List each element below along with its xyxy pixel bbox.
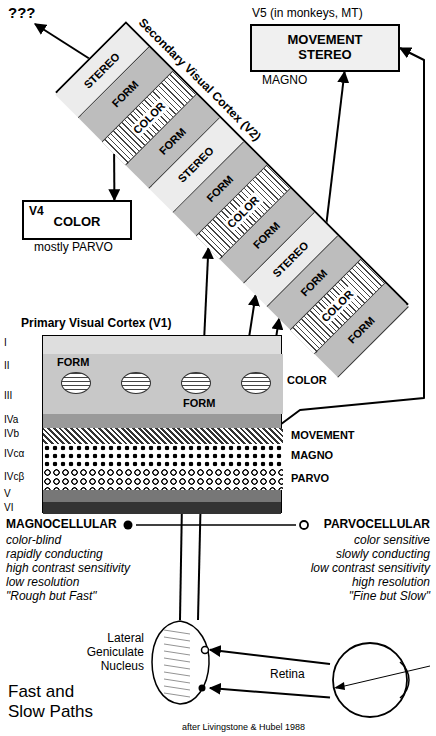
pathway-arrow <box>35 24 91 60</box>
unknown-target: ??? <box>8 4 38 24</box>
magno-dot <box>124 521 133 530</box>
lgn-hatch <box>164 651 190 655</box>
node-text: Lateral Geniculate Nucleus <box>72 632 144 673</box>
node-text: FORM <box>251 220 283 252</box>
eye-shape: Retina <box>330 640 410 720</box>
layer-number: IVcα <box>4 448 24 460</box>
layer-fill <box>43 414 281 428</box>
lgn-hatch <box>164 637 190 641</box>
property-note: color sensitive <box>354 534 430 548</box>
node-text: FORM <box>57 356 89 369</box>
lgn-hatch <box>164 672 190 676</box>
layer-fill <box>43 502 281 514</box>
node-text: mostly PARVO <box>34 241 113 255</box>
pathway-arrow <box>113 154 115 200</box>
diagram-title: Fast and Slow Paths <box>8 682 108 721</box>
lgn-hatch <box>164 644 190 648</box>
node-text: MAGNO <box>291 449 333 462</box>
divider-line <box>136 524 296 526</box>
area-box: V5 (in monkeys, MT)MOVEMENT STEREOMAGNO <box>250 24 400 72</box>
lgn-hatch <box>164 630 190 634</box>
parvo-dot <box>202 647 209 654</box>
layer-number: IVa <box>4 414 18 426</box>
lgn-drawing <box>150 620 210 705</box>
cornea <box>400 662 409 698</box>
property-note: high contrast sensitivity <box>6 562 130 576</box>
layer-number: VI <box>4 502 13 514</box>
area-box: V4COLORmostly PARVO <box>22 200 132 240</box>
property-note: high resolution <box>352 576 430 590</box>
layer-fill <box>43 490 281 502</box>
pathway-arrow <box>326 72 344 224</box>
node-text: V4 <box>29 205 44 219</box>
node-text: V5 (in monkeys, MT) <box>252 7 363 21</box>
layer-band: MAGNO <box>43 444 283 468</box>
node-text: FORM <box>345 314 377 346</box>
node-text: FORM <box>298 267 330 299</box>
layer-band: MOVEMENT <box>43 428 283 444</box>
node-text: FORM <box>157 126 189 158</box>
property-note: color-blind <box>6 534 61 548</box>
eye-drawing <box>330 640 410 720</box>
lgn-hatch <box>164 665 190 669</box>
node-text: COLOR <box>287 374 327 387</box>
node-text: Retina <box>270 668 305 682</box>
lgn-shape: Lateral Geniculate Nucleus <box>150 620 210 705</box>
magno-dot <box>199 685 206 692</box>
node-text: COLOR <box>54 214 101 229</box>
property-note: PARVOCELLULAR <box>324 518 430 532</box>
layer-number: II <box>4 360 10 372</box>
node-text: MOVEMENT STEREO <box>270 33 380 63</box>
blob <box>181 372 211 394</box>
layer-number: III <box>4 390 12 402</box>
layer-number: IVcβ <box>4 471 24 483</box>
source-credit: after Livingstone & Hubel 1988 <box>182 722 305 732</box>
lgn-hatch <box>164 658 190 662</box>
lgn-hatch <box>164 679 190 683</box>
node-text: FORM <box>204 173 236 205</box>
property-note: slowly conducting <box>336 548 430 562</box>
property-note: rapidly conducting <box>6 548 103 562</box>
parvo-dot <box>300 521 308 529</box>
property-note: "Rough but Fast" <box>6 590 97 604</box>
cortex-band: Primary Visual Cortex (V1)FORMFORMCOLORM… <box>42 335 282 513</box>
property-note: low resolution <box>6 576 79 590</box>
node-text: Primary Visual Cortex (V1) <box>21 317 172 331</box>
lgn-hatch <box>164 686 190 690</box>
property-note: "Fine but Slow" <box>349 590 430 604</box>
node-text: MOVEMENT <box>291 429 355 442</box>
layer-number: I <box>4 337 7 349</box>
pathway-arrow <box>210 688 330 698</box>
node-text: ??? <box>8 4 36 21</box>
layer-number: IVb <box>4 428 19 440</box>
blob <box>61 372 91 394</box>
layer-band: PARVO <box>43 468 283 490</box>
node-text: PARVO <box>291 472 329 485</box>
node-text: MAGNO <box>262 74 307 88</box>
blob <box>241 372 271 394</box>
property-note: low contrast sensitivity <box>311 562 430 576</box>
optical-axis <box>336 666 430 688</box>
blob-row: COLOR <box>53 372 273 394</box>
node-text: FORM <box>183 397 215 410</box>
blob <box>121 372 151 394</box>
lgn-outline <box>152 621 209 704</box>
layer-number: V <box>4 488 11 500</box>
lgn-hatch <box>164 693 190 697</box>
axis-head <box>334 682 345 690</box>
node-text: FORM <box>110 78 142 110</box>
property-note: MAGNOCELLULAR <box>6 518 117 532</box>
pathway-arrow <box>210 650 330 664</box>
layer-band: FORM FORM COLOR <box>43 354 283 414</box>
